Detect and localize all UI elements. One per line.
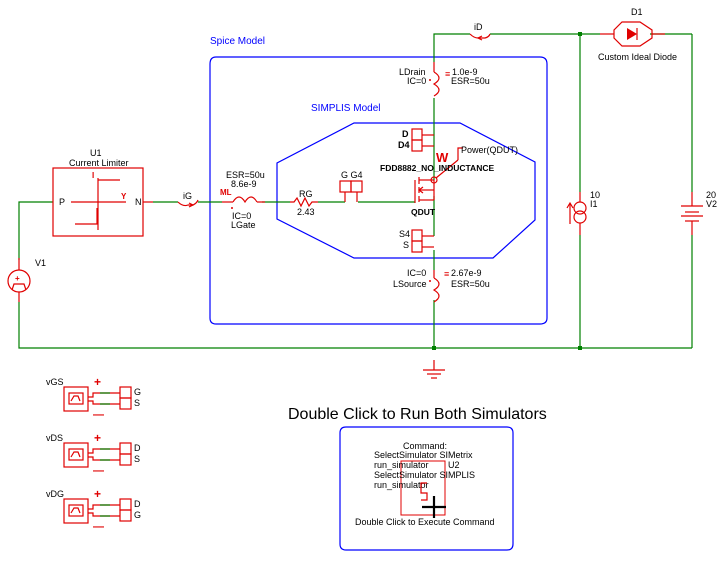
junction-dot: [578, 346, 582, 350]
probe-vdg-plus: +: [94, 487, 101, 501]
ground-symbol[interactable]: [423, 360, 445, 379]
lsource-ic: IC=0: [407, 268, 426, 278]
d1-ref: D1: [631, 7, 643, 17]
source-ports[interactable]: S4 S: [399, 229, 434, 253]
lgate-value: 8.6e-9: [231, 179, 257, 189]
qdut-mosfet[interactable]: W Power(QDUT) FDD8882_NO_INDUCTANCE QDUT: [380, 145, 518, 217]
ig-label: iG: [183, 191, 192, 201]
d1-value: Custom Ideal Diode: [598, 52, 677, 62]
command-block-title: Double Click to Run Both Simulators: [288, 406, 547, 423]
ldrain-ref: LDrain: [399, 67, 426, 77]
probe-vdg-pin2: G: [134, 510, 141, 520]
ldrain-value: 1.0e-9: [452, 67, 478, 77]
u1-value: Current Limiter: [69, 158, 129, 168]
u1-ref: U1: [90, 148, 102, 158]
command-line-1: SelectSimulator SIMetrix: [374, 450, 473, 460]
junction-dot: [432, 346, 436, 350]
probe-vdg[interactable]: vDG + — D G: [46, 487, 141, 533]
d1-diode[interactable]: D1 Custom Ideal Diode: [598, 7, 677, 62]
drain-port-d: D: [402, 129, 409, 139]
command-footer: Double Click to Execute Command: [355, 517, 495, 527]
svg-text:≡: ≡: [444, 269, 449, 279]
lsource-inductor[interactable]: IC=0 LSource ≡ 2.67e-9 ESR=50u: [393, 268, 490, 303]
spice-model-region[interactable]: [209, 56, 548, 325]
v1-pulse-source[interactable]: + V1: [7, 258, 46, 302]
v1-ref: V1: [35, 258, 46, 268]
u1-pin-n: N: [135, 197, 142, 207]
u1-pin-y: Y: [121, 192, 127, 201]
drain-port-d4: D4: [398, 140, 410, 150]
source-port-s4: S4: [399, 229, 410, 239]
rg-value: 2.43: [297, 207, 315, 217]
gate-ports-label: G G4: [341, 170, 363, 180]
wires: [18, 33, 693, 349]
simplis-model-label: SIMPLIS Model: [311, 103, 380, 114]
ldrain-ic: IC=0: [407, 76, 426, 86]
u1-current-limiter[interactable]: U1 Current Limiter P N I Y: [52, 148, 153, 237]
ldrain-esr: ESR=50u: [451, 76, 490, 86]
probe-vgs-pin2: S: [134, 398, 140, 408]
probe-vds-pin2: S: [134, 454, 140, 464]
probe-vdg-name: vDG: [46, 489, 64, 499]
lgate-ref: LGate: [231, 220, 256, 230]
id-label: iD: [474, 22, 483, 32]
probe-vds-name: vDS: [46, 433, 63, 443]
lgate-inductor[interactable]: ESR=50u 8.6e-9 ML IC=0 LGate: [220, 170, 265, 230]
power-probe-marker: W: [436, 150, 449, 165]
probe-vds-plus: +: [94, 431, 101, 445]
i1-value: 10: [590, 190, 600, 200]
probe-vgs-pin1: G: [134, 387, 141, 397]
probe-vds-minus: —: [93, 465, 104, 477]
command-ref: U2: [448, 460, 460, 470]
gate-ports[interactable]: G G4: [339, 170, 363, 202]
simplis-model-region[interactable]: [276, 122, 536, 259]
rg-resistor[interactable]: RG 2.43: [290, 189, 318, 217]
command-header: Command:: [403, 441, 447, 451]
command-line-2: run_simulator: [374, 460, 429, 470]
probe-vgs-name: vGS: [46, 377, 64, 387]
id-current-probe[interactable]: iD: [469, 22, 491, 41]
qdut-model: FDD8882_NO_INDUCTANCE: [380, 163, 494, 173]
v2-dc-source[interactable]: 20 V2: [681, 190, 717, 235]
power-probe-label: Power(QDUT): [461, 145, 518, 155]
probe-vdg-pin1: D: [134, 499, 141, 509]
spice-model-label: Spice Model: [210, 36, 265, 47]
lsource-esr: ESR=50u: [451, 279, 490, 289]
probe-vgs-minus: —: [93, 409, 104, 421]
svg-text:+: +: [15, 274, 20, 283]
junction-dot: [578, 32, 582, 36]
i1-current-source[interactable]: 10 I1: [566, 190, 600, 235]
probe-vds[interactable]: vDS + — D S: [46, 431, 141, 477]
u1-pin-i: I: [92, 171, 94, 180]
u1-pin-p: P: [59, 197, 65, 207]
v2-value: 20: [706, 190, 716, 200]
command-line-4: run_simulator: [374, 480, 429, 490]
lsource-value: 2.67e-9: [451, 268, 482, 278]
rg-ref: RG: [299, 189, 313, 199]
lsource-ref: LSource: [393, 279, 427, 289]
lgate-ic: IC=0: [232, 211, 251, 221]
ig-current-probe[interactable]: iG: [177, 191, 199, 208]
probe-vgs-plus: +: [94, 375, 101, 389]
lgate-marker: ML: [220, 188, 232, 197]
ldrain-inductor[interactable]: LDrain IC=0 ≡ 1.0e-9 ESR=50u: [399, 62, 490, 97]
source-port-s: S: [403, 240, 409, 250]
svg-text:≡: ≡: [445, 69, 450, 79]
v2-ref: V2: [706, 199, 717, 209]
probe-vdg-minus: —: [93, 521, 104, 533]
drain-ports[interactable]: D D4: [398, 128, 434, 152]
command-block[interactable]: Command: SelectSimulator SIMetrix run_si…: [339, 426, 514, 551]
probe-vds-pin1: D: [134, 443, 141, 453]
lgate-esr: ESR=50u: [226, 170, 265, 180]
qdut-ref: QDUT: [411, 207, 436, 217]
probe-vgs[interactable]: vGS + — G S: [46, 375, 141, 421]
i1-ref: I1: [590, 199, 598, 209]
command-line-3: SelectSimulator SIMPLIS: [374, 470, 475, 480]
